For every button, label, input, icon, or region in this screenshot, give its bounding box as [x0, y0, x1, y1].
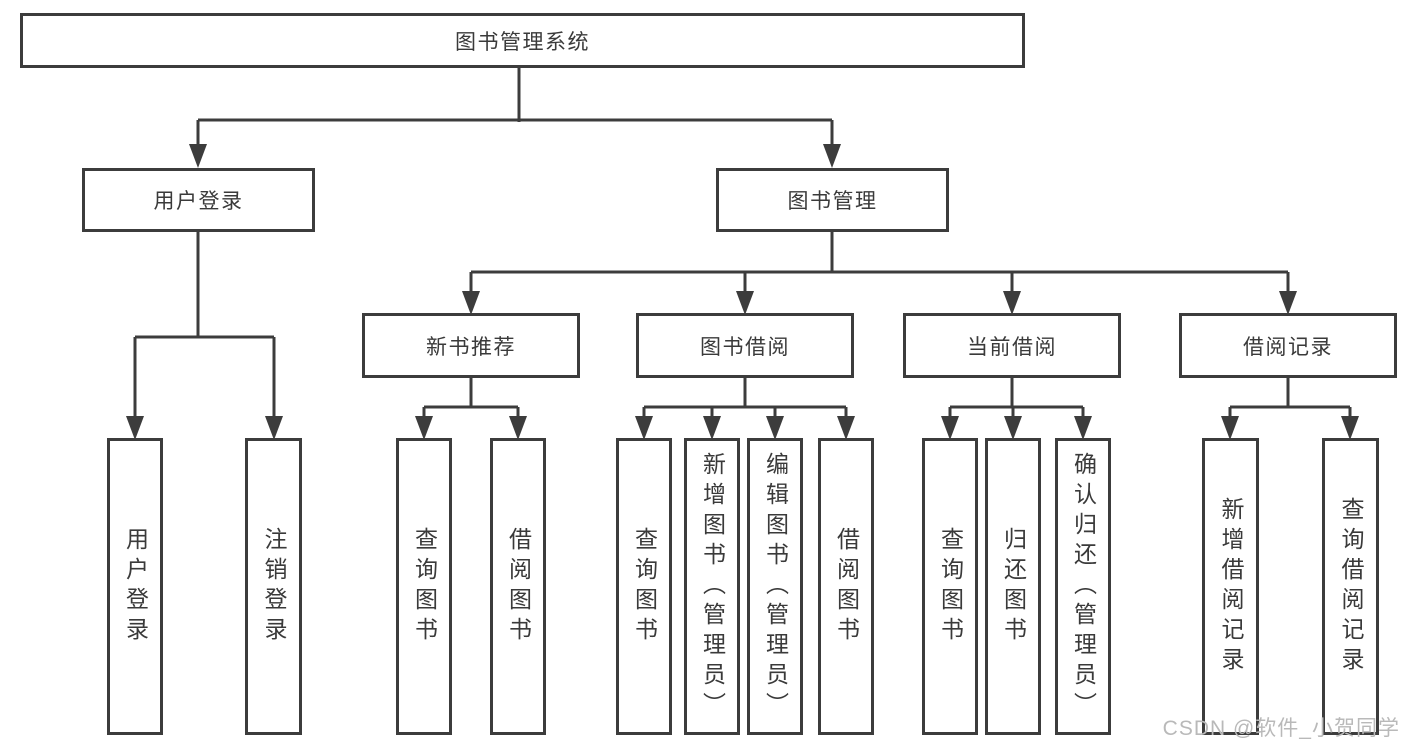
leaf-add-books-admin: 新增图书（管理员）: [684, 438, 740, 735]
leaf-user-login: 用户登录: [107, 438, 163, 735]
node-book-management: 图书管理: [716, 168, 949, 232]
node-user-login-label: 用户登录: [153, 190, 244, 213]
leaf-add-borrow-record: 新增借阅记录: [1202, 438, 1259, 735]
leaf-query-borrow-record-label: 查询借阅记录: [1338, 496, 1364, 677]
leaf-return-books: 归还图书: [985, 438, 1041, 735]
node-root: 图书管理系统: [20, 13, 1025, 68]
leaf-query-books-current: 查询图书: [922, 438, 978, 735]
leaf-query-books-borrowing: 查询图书: [616, 438, 672, 735]
leaf-query-books-recommend-label: 查询图书: [411, 526, 438, 647]
leaf-edit-books-admin-label: 编辑图书（管理员）: [762, 451, 789, 722]
connector-root-to-level2: [196, 68, 834, 146]
leaf-confirm-return-admin-label: 确认归还（管理员）: [1070, 451, 1097, 722]
leaf-borrow-books-borrowing: 借阅图书: [818, 438, 874, 735]
leaf-query-books-current-label: 查询图书: [937, 526, 964, 647]
node-new-book-recommend-label: 新书推荐: [426, 335, 516, 359]
node-borrowing-records: 借阅记录: [1179, 313, 1397, 378]
node-current-borrowing-label: 当前借阅: [967, 335, 1057, 359]
node-book-borrowing-label: 图书借阅: [700, 335, 790, 359]
leaf-borrow-books-recommend: 借阅图书: [490, 438, 546, 735]
connector-user-login-to-leaves: [133, 232, 276, 418]
leaf-edit-books-admin: 编辑图书（管理员）: [747, 438, 803, 735]
node-book-management-label: 图书管理: [787, 190, 878, 213]
connector-book-borrowing-to-leaves: [642, 378, 848, 418]
leaf-borrow-books-borrowing-label: 借阅图书: [833, 526, 860, 647]
leaf-query-books-borrowing-label: 查询图书: [631, 526, 658, 647]
connector-current-borrowing-to-leaves: [948, 378, 1085, 418]
leaf-logout-login-label: 注销登录: [261, 526, 287, 647]
leaf-borrow-books-recommend-label: 借阅图书: [505, 526, 532, 647]
leaf-query-borrow-record: 查询借阅记录: [1322, 438, 1379, 735]
leaf-query-books-recommend: 查询图书: [396, 438, 452, 735]
leaf-add-books-admin-label: 新增图书（管理员）: [699, 451, 726, 722]
connector-new-book-recommend-to-leaves: [422, 378, 520, 418]
leaf-return-books-label: 归还图书: [1000, 526, 1027, 647]
node-user-login: 用户登录: [82, 168, 315, 232]
leaf-add-borrow-record-label: 新增借阅记录: [1218, 496, 1244, 677]
node-book-borrowing: 图书借阅: [636, 313, 854, 378]
connector-borrowing-records-to-leaves: [1228, 378, 1352, 418]
node-new-book-recommend: 新书推荐: [362, 313, 580, 378]
leaf-user-login-label: 用户登录: [122, 526, 149, 647]
connector-book-management-to-level3: [469, 232, 1290, 293]
node-borrowing-records-label: 借阅记录: [1243, 335, 1333, 359]
csdn-watermark: CSDN @软件_小贺同学: [1162, 717, 1400, 740]
leaf-logout-login: 注销登录: [245, 438, 302, 735]
node-root-label: 图书管理系统: [455, 30, 590, 54]
leaf-confirm-return-admin: 确认归还（管理员）: [1055, 438, 1111, 735]
node-current-borrowing: 当前借阅: [903, 313, 1121, 378]
